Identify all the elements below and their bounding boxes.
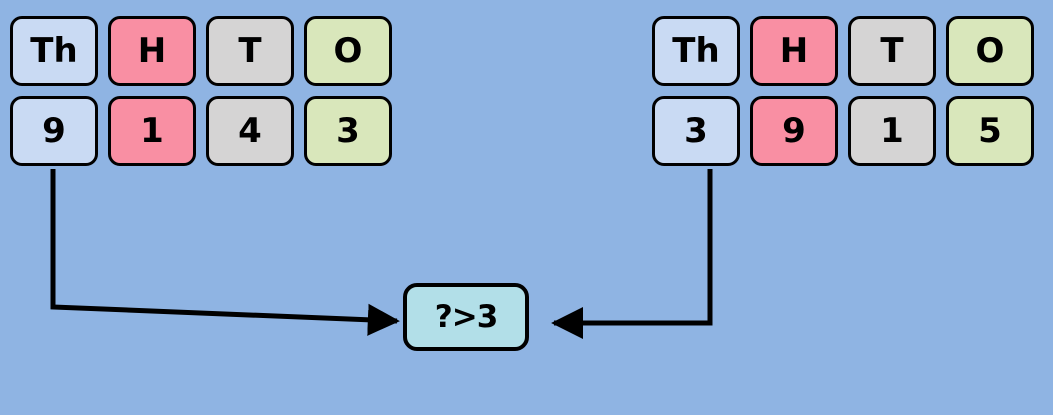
header-cell-thousands-left: Th: [10, 16, 98, 86]
digit-cell-thousands-right[interactable]: 3: [652, 96, 740, 166]
place-value-group-right: Th H T O 3 9 1 5: [652, 16, 1034, 166]
digit-cell-ones-right[interactable]: 5: [946, 96, 1034, 166]
digit-cell-thousands-left[interactable]: 9: [10, 96, 98, 166]
digit-cell-hundreds-right[interactable]: 9: [750, 96, 838, 166]
header-cell-ones-left: O: [304, 16, 392, 86]
header-cell-thousands-right: Th: [652, 16, 740, 86]
place-value-header-row-left: Th H T O: [10, 16, 392, 86]
place-value-digit-row-right: 3 9 1 5: [652, 96, 1034, 166]
header-cell-ones-right: O: [946, 16, 1034, 86]
left-connector-arrow: [50, 169, 400, 336]
digit-cell-tens-right[interactable]: 1: [848, 96, 936, 166]
digit-cell-tens-left[interactable]: 4: [206, 96, 294, 166]
digit-cell-ones-left[interactable]: 3: [304, 96, 392, 166]
header-cell-tens-right: T: [848, 16, 936, 86]
place-value-group-left: Th H T O 9 1 4 3: [10, 16, 392, 166]
digit-cell-hundreds-left[interactable]: 1: [108, 96, 196, 166]
header-cell-hundreds-right: H: [750, 16, 838, 86]
right-connector-arrow: [551, 169, 713, 340]
comparison-question-box[interactable]: ?>3: [403, 283, 529, 351]
header-cell-hundreds-left: H: [108, 16, 196, 86]
header-cell-tens-left: T: [206, 16, 294, 86]
place-value-digit-row-left: 9 1 4 3: [10, 96, 392, 166]
place-value-header-row-right: Th H T O: [652, 16, 1034, 86]
